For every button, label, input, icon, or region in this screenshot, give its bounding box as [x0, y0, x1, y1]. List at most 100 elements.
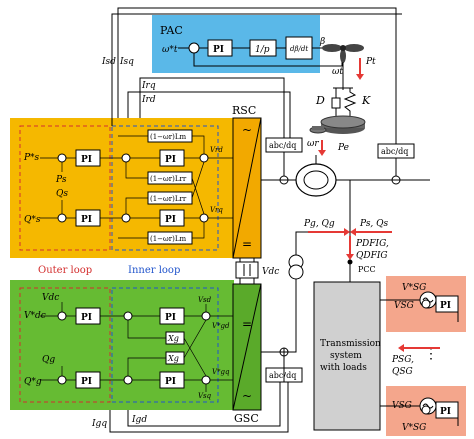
inner-loop-box-gsc — [111, 287, 219, 403]
ps-ref-label: P*s — [23, 153, 40, 163]
qg-ref-label: Q*g — [24, 377, 42, 387]
sg-pi-top-label: PI — [440, 301, 451, 311]
svg-text:=: = — [242, 317, 252, 331]
gsc-sum-qg — [57, 375, 67, 385]
rsc-pi-ps-label: PI — [81, 155, 92, 165]
inner-loop-box-rsc — [111, 125, 219, 251]
rsc-out-sum-q — [199, 213, 209, 223]
rsc-xd-mid-label: (1−ωr)Lrr — [150, 175, 187, 183]
transformer-icon — [288, 254, 304, 280]
pcc-node — [347, 259, 353, 265]
rsc-out-sum-d — [199, 153, 209, 163]
abc-dq-gsc-label: abc/dq — [269, 371, 296, 380]
pcc-label: PCC — [358, 265, 376, 274]
sg-sum-top — [421, 299, 431, 309]
abc-dq-rsc-label: abc/dq — [269, 141, 296, 150]
gearbox-icon — [309, 115, 366, 134]
vsg-top: VSG — [394, 301, 414, 311]
vsg-ref-top: V*SG — [402, 283, 426, 293]
drivetrain-spring-damper — [331, 87, 357, 119]
damping-label: D — [315, 94, 325, 107]
irq-label: Irq — [141, 81, 156, 91]
abc-dq-stator-label: abc/dq — [381, 147, 408, 156]
p-dfig-label: PDFIG, — [355, 239, 389, 249]
rsc-pi-qs-label: PI — [81, 215, 92, 225]
sg-pi-bottom — [435, 401, 459, 419]
transmission-system — [313, 281, 381, 431]
rsc-xd-bot-label: (1−ωr)Lrr — [150, 195, 187, 203]
qs-label: Qs — [56, 189, 68, 199]
pac-sum-junction — [188, 42, 200, 54]
grid-line-2: system — [330, 351, 362, 361]
vsd-label: Vsd — [198, 296, 212, 304]
rsc-xd-top-label: (1−ωr)Lm — [150, 133, 186, 141]
svg-text:~: ~ — [242, 123, 252, 137]
stiffness-label: K — [361, 94, 371, 107]
gsc-control-panel — [10, 280, 234, 410]
vgq-ref-label: V*gq — [212, 368, 230, 376]
vsg-bottom: VSG — [392, 401, 412, 411]
omega-t-label: ωt — [332, 67, 343, 77]
gsc-out-sum-q — [201, 375, 211, 385]
gsc-pi-qg-label: PI — [81, 377, 92, 387]
p-sg-label: PSG, — [391, 355, 414, 365]
omega-r-label: ωr — [307, 139, 319, 149]
q-sg-label: QSG — [392, 367, 413, 377]
outer-loop-box-rsc — [19, 125, 111, 251]
q-dfig-label: QDFIG — [356, 251, 388, 261]
gsc-inner-sum-d — [123, 311, 133, 321]
sg-pi-bottom-label: PI — [440, 407, 451, 417]
ps-label: Ps — [55, 175, 67, 185]
wind-turbine-icon — [322, 44, 364, 63]
sg-sum-bottom — [421, 405, 431, 415]
pac-gain-label: 1/p — [255, 45, 270, 55]
pac-rate-label: dβ/dt — [290, 45, 308, 53]
gsc-pi-inner-q-label: PI — [165, 377, 176, 387]
pac-title: PAC — [160, 24, 183, 37]
gsc-inner-sum-q — [123, 375, 133, 385]
ird-label: Ird — [141, 95, 156, 105]
gsc-xg-2-label: Xg — [167, 354, 179, 363]
rsc-control-panel — [10, 118, 234, 258]
vsg-ref-bottom: V*SG — [402, 423, 426, 433]
vdc-meas-label: Vdc — [42, 293, 59, 303]
outer-loop-label: Outer loop — [38, 265, 92, 276]
vrd-label: Vrd — [210, 146, 223, 154]
rsc-sum-ps — [57, 153, 67, 163]
qg-label: Qg — [42, 355, 55, 365]
pe-label: Pe — [337, 143, 349, 153]
rsc-pi-inner-q-label: PI — [165, 215, 176, 225]
outer-loop-box-gsc — [19, 287, 111, 403]
vsq-label: Vsq — [198, 392, 212, 400]
sg-pi-top — [435, 295, 459, 313]
isq-label: Isq — [119, 57, 134, 67]
dfig-generator-icon — [295, 155, 337, 197]
vgd-ref-label: V*gd — [212, 322, 230, 330]
rsc-inner-sum-d — [121, 153, 131, 163]
grid-line-1: Transmission — [320, 339, 381, 349]
svg-text:=: = — [242, 237, 252, 251]
pac-pi-label: PI — [213, 45, 224, 55]
vdc-label: Vdc — [262, 267, 279, 277]
rsc-inner-sum-q — [121, 213, 131, 223]
pg-qg-label: Pg, Qg — [303, 219, 335, 229]
ps-qs-label: Ps, Qs — [359, 219, 389, 229]
isd-label: Isd — [101, 57, 116, 67]
rsc-pi-inner-d-label: PI — [165, 155, 176, 165]
gsc-out-sum-d — [201, 311, 211, 321]
gsc-xg-1-label: Xg — [167, 334, 179, 343]
dc-link-capacitor — [235, 258, 259, 286]
igq-label: Igq — [91, 419, 107, 429]
gsc-pi-vdc-label: PI — [81, 313, 92, 323]
rsc-label: RSC — [232, 104, 256, 117]
pac-omega-ref: ω*t — [162, 45, 178, 55]
gsc-label: GSC — [234, 412, 259, 425]
gsc-sum-vdc — [57, 311, 67, 321]
gsc-pi-inner-d-label: PI — [165, 313, 176, 323]
pt-label: Pt — [365, 57, 376, 67]
vdc-ref-label: V*dc — [24, 311, 46, 321]
sg-ellipsis: ⋮ — [424, 346, 438, 362]
vrq-label: Vrq — [210, 206, 223, 214]
pac-beta: β — [319, 37, 325, 47]
inner-loop-label: Inner loop — [128, 265, 180, 276]
